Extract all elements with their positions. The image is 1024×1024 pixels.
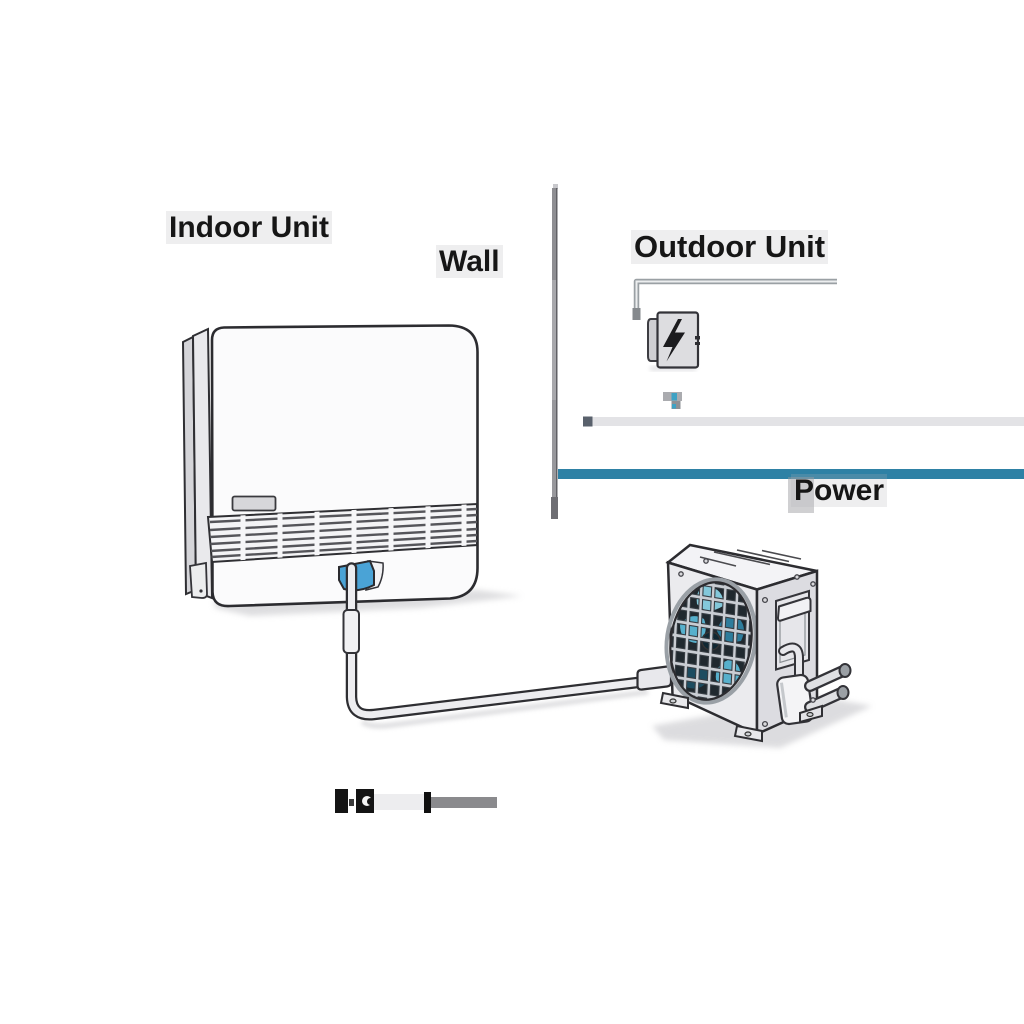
outdoor-unit — [659, 543, 852, 743]
artifact-mark — [335, 789, 348, 813]
refrigerant-pipe — [342, 562, 673, 721]
mounting-feet — [659, 691, 823, 743]
indoor-unit-body — [210, 324, 479, 608]
box-hinge — [647, 318, 660, 362]
fan-blades — [667, 577, 756, 705]
indoor-access-flap — [189, 561, 208, 599]
wall-line — [551, 184, 558, 519]
power-label: Power — [791, 474, 888, 507]
artifact-mark — [367, 798, 374, 805]
panel-handle — [776, 596, 812, 622]
power-line — [558, 469, 1024, 479]
wall-label: Wall — [436, 245, 503, 278]
top-vent-lines — [699, 549, 802, 567]
box-latch — [695, 336, 700, 340]
artifact-mark — [349, 799, 354, 806]
outdoor-label-bracket — [632, 278, 837, 320]
artifact-mark — [374, 794, 425, 810]
artifact-block — [788, 477, 814, 513]
indoor-unit — [181, 324, 479, 608]
artifact-mark — [424, 792, 431, 813]
indoor-unit-label: Indoor Unit — [166, 211, 332, 244]
outdoor-unit-label: Outdoor Unit — [631, 229, 829, 265]
pipe-sleeve — [636, 665, 673, 691]
service-pipes — [804, 663, 852, 713]
lightning-bolt-icon — [663, 319, 685, 362]
fan-rim — [664, 577, 758, 705]
pipe-coupling — [342, 609, 360, 654]
louver-dividers — [240, 504, 467, 562]
louver-slats — [209, 507, 477, 559]
artifact-mark — [431, 797, 497, 808]
screws — [678, 558, 816, 728]
pipe-shadow — [360, 689, 649, 729]
connector-chips — [663, 392, 682, 409]
power-disconnect-box — [647, 311, 700, 371]
conduit-line — [583, 416, 1024, 427]
indoor-display — [231, 495, 277, 512]
